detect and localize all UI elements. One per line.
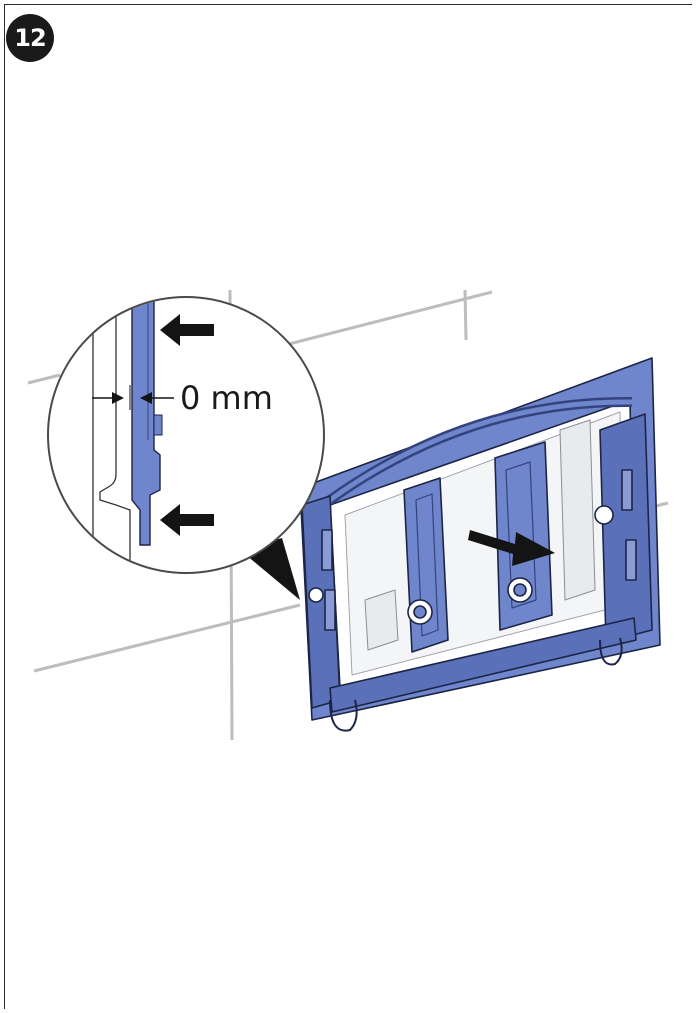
press-arrow-bottom-icon	[160, 504, 214, 536]
press-arrow-top-icon	[160, 314, 214, 346]
gap-label: 0 mm	[180, 379, 273, 417]
gap-dimension-marker	[92, 385, 174, 410]
step-number: 12	[14, 24, 46, 52]
push-arrow-icon	[468, 530, 555, 566]
step-number-badge: 12	[6, 14, 54, 62]
zoom-detail-callout: 0 mm	[47, 296, 325, 574]
page-frame	[4, 4, 692, 1009]
mounting-frame	[299, 357, 661, 732]
